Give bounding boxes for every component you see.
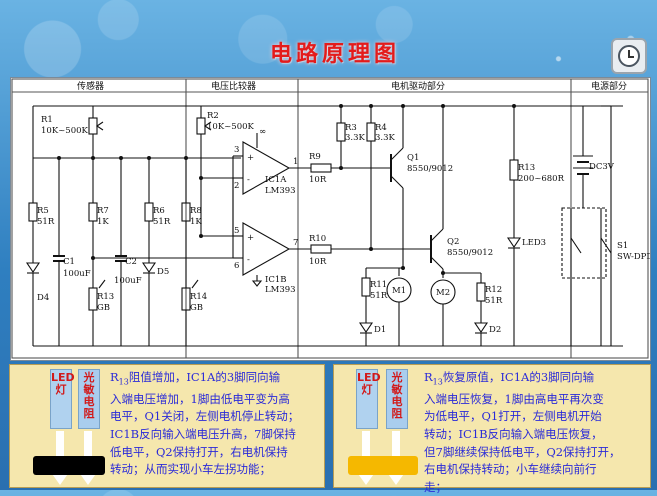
label-r3: R3 (345, 123, 357, 133)
label-led3: LED3 (522, 238, 546, 248)
section-driver: 电机驱动部分 (391, 80, 445, 92)
label-r13: R13 (518, 163, 535, 173)
explanation-text-right: R13恢复原值，IC1A的3脚同向输 入端电压恢复，1脚由高电平再次变 为低电平… (424, 369, 648, 496)
value-r8: 1K (190, 217, 202, 227)
part-q2: 8550/9012 (447, 248, 493, 258)
status-indicator-right (348, 456, 418, 475)
r-symbol: R (424, 370, 433, 384)
part-ic1a: LM393 (265, 186, 296, 196)
label-r7: R7 (97, 206, 109, 216)
led-label-right: LED灯 (356, 369, 381, 429)
type-s1: SW-DPDT (617, 252, 650, 262)
slide-title: 电路原理图 (269, 41, 400, 67)
label-r5: R5 (37, 206, 49, 216)
schematic-drawing: 传感器 电压比较器 电机驱动部分 电源部分 (11, 78, 650, 359)
pin-7: 7 (293, 238, 298, 248)
part-q1: 8550/9012 (407, 164, 453, 174)
label-r12: R12 (485, 285, 502, 295)
label-d4: D4 (37, 293, 49, 303)
label-s1: S1 (617, 241, 628, 251)
value-r11: 51R (370, 291, 388, 301)
value-r1: 10K~500K (41, 126, 89, 136)
arrow-stem (56, 431, 64, 471)
label-r14: R14 (190, 292, 207, 302)
explanation-text-left: R13阻值增加，IC1A的3脚同向输 入端电压增加，1脚由低电平变为高 电平，Q… (110, 369, 322, 479)
label-r9: R9 (309, 152, 321, 162)
explanation-body: 恢复原值，IC1A的3脚同向输 入端电压恢复，1脚由高电平再次变 为低电平，Q1… (424, 370, 621, 494)
r-subscript: 13 (118, 377, 129, 387)
section-comparator: 电压比较器 (211, 80, 256, 92)
label-r10: R10 (309, 234, 326, 244)
value-r5: 51R (37, 217, 55, 227)
label-dc: DC3V (589, 162, 615, 172)
label-q2: Q2 (447, 237, 459, 247)
label-ic1b: IC1B (265, 275, 287, 285)
opamp1-plus: + (247, 153, 254, 163)
status-indicator-left (33, 456, 105, 475)
label-r2: R2 (207, 111, 219, 121)
explanation-body: 阻值增加，IC1A的3脚同向输 入端电压增加，1脚由低电平变为高 电平，Q1关闭… (110, 370, 300, 477)
value-r3: 3.3K (345, 133, 366, 143)
label-r4: R4 (375, 123, 387, 133)
arrow-stem (392, 431, 400, 471)
arrow-stem (84, 431, 92, 471)
label-c2: C2 (125, 257, 137, 267)
value-r13: 200~680R (518, 174, 565, 184)
value-c1: 100uF (63, 269, 91, 279)
label-r11: R11 (370, 280, 387, 290)
value-r12: 51R (485, 296, 503, 306)
pin-3: 3 (234, 145, 239, 155)
value-r6: 51R (153, 217, 171, 227)
opamp2-plus: + (247, 233, 254, 243)
value-c2: 100uF (114, 276, 142, 286)
label-d5: D5 (157, 267, 169, 277)
led-label-left: LED灯 (50, 369, 75, 429)
r-symbol: R (110, 370, 119, 384)
value-r9: 10R (309, 175, 327, 185)
label-ic1a: IC1A (265, 175, 287, 185)
value-r7: 1K (97, 217, 109, 227)
label-r1: R1 (41, 115, 53, 125)
arrow-stem (362, 431, 370, 471)
label-m2: M2 (436, 288, 450, 298)
explanation-panel-right: LED灯 光敏电阻 R13恢复原值，IC1A的3脚同向输 入端电压恢复，1脚由高… (333, 364, 651, 494)
value-r10: 10R (309, 257, 327, 267)
r-subscript: 13 (432, 377, 443, 387)
value-r13-gb: GB (97, 303, 110, 313)
clock-icon (611, 38, 647, 74)
value-r4: 3.3K (375, 133, 396, 143)
label-c1: C1 (63, 257, 75, 267)
value-r14: GB (190, 303, 203, 313)
opamp-supply: ∞ (259, 127, 266, 137)
section-sensor: 传感器 (77, 80, 104, 92)
opamp1-minus: - (247, 175, 250, 185)
label-r13-gb: R13 (97, 292, 114, 302)
pin-5: 5 (234, 226, 239, 236)
label-d2: D2 (489, 325, 501, 335)
pin-2: 2 (234, 181, 239, 191)
pin-1: 1 (293, 157, 298, 167)
label-r6: R6 (153, 206, 165, 216)
ldr-label-left: 光敏电阻 (78, 369, 100, 429)
label-q1: Q1 (407, 153, 419, 163)
opamp2-minus: - (247, 255, 250, 265)
part-ic1b: LM393 (265, 285, 296, 295)
label-d1: D1 (374, 325, 386, 335)
label-m1: M1 (392, 286, 406, 296)
label-r8: R8 (190, 206, 202, 216)
pin-6: 6 (234, 261, 239, 271)
section-power: 电源部分 (591, 80, 627, 92)
circuit-schematic: 传感器 电压比较器 电机驱动部分 电源部分 (10, 77, 651, 361)
value-r2: 10K~500K (207, 122, 255, 132)
ldr-label-right: 光敏电阻 (386, 369, 408, 429)
